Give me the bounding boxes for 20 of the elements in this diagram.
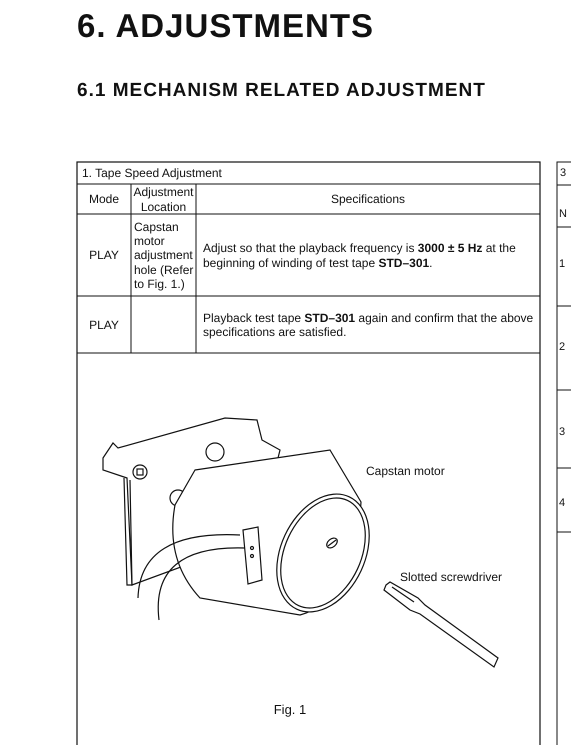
- cropped-text: 2: [559, 340, 566, 356]
- mode-cell-text: PLAY: [88, 247, 120, 264]
- table-title: 1. Tape Speed Adjustment: [82, 165, 223, 182]
- part-label: Slotted screwdriver: [400, 568, 504, 586]
- column-header: Mode: [88, 191, 120, 208]
- page-title: 6. ADJUSTMENTS: [77, 6, 374, 46]
- cropped-text: N: [559, 207, 568, 222]
- figure-caption: Fig. 1: [272, 701, 308, 720]
- column-header: Adjustment Location: [132, 185, 195, 214]
- part-label: Capstan motor: [366, 462, 446, 480]
- cropped-text: 1: [559, 257, 566, 272]
- section-heading: 6.1 MECHANISM RELATED ADJUSTMENT: [77, 78, 487, 103]
- cropped-text: 3: [560, 166, 568, 181]
- cropped-text: 4: [559, 496, 566, 512]
- specification-text: Playback test tape STD–301 again and confirm that the above specifications are satisfied.: [203, 310, 534, 341]
- column-header: Specifications: [330, 191, 406, 208]
- location-cell-text: Capstan motor adjustment hole (Refer to Fig. 1.): [134, 218, 194, 294]
- mode-cell-text: PLAY: [88, 316, 120, 334]
- specification-text: Adjust so that the playback frequency is 3000 ± 5 Hz at the beginning of winding of test tape STD–301.: [203, 240, 517, 272]
- cropped-text: 3: [559, 425, 566, 440]
